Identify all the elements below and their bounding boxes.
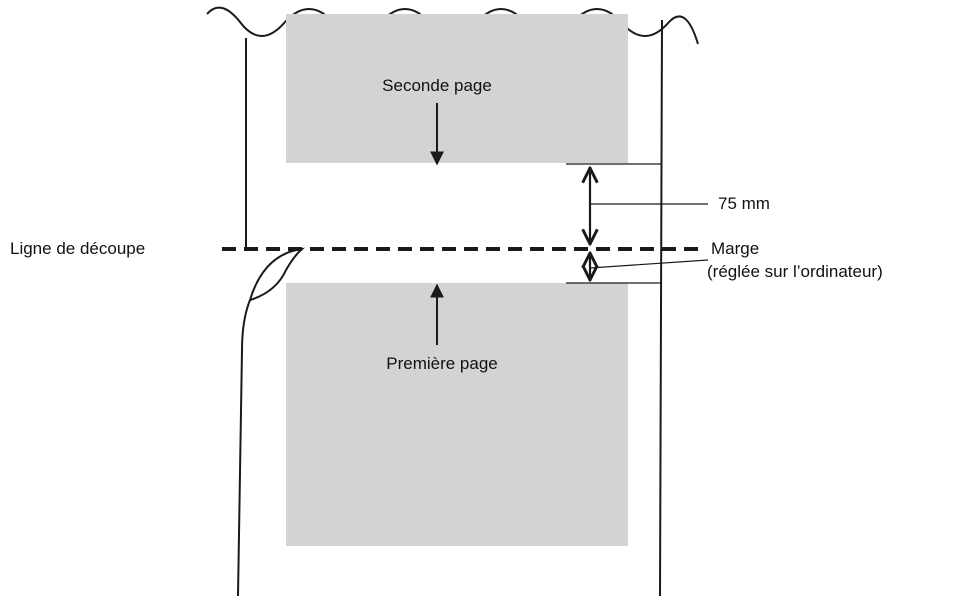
margin-label: Marge — [711, 239, 759, 258]
margin-note: (réglée sur l’ordinateur) — [707, 262, 883, 281]
cut-line-label: Ligne de découpe — [10, 239, 145, 258]
distance-label: 75 mm — [718, 194, 770, 213]
second-page-area — [286, 14, 628, 163]
first-page-area — [286, 283, 628, 546]
paper-curl — [248, 247, 306, 302]
first-page-label: Première page — [386, 354, 498, 373]
paper-left-edge-lower — [237, 299, 251, 597]
second-page-label: Seconde page — [382, 76, 492, 95]
margin-leader — [589, 259, 709, 269]
paper-right-edge — [659, 19, 663, 597]
